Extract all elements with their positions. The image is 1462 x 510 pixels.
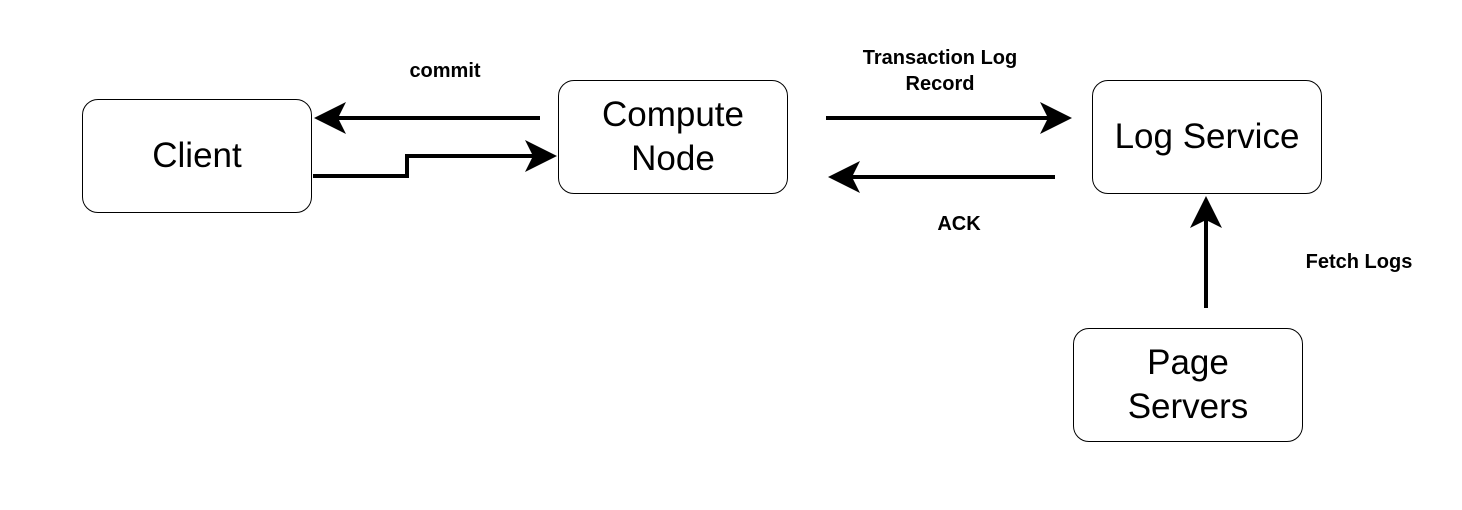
page-servers-node[interactable]: Page Servers [1073, 328, 1303, 442]
compute-node[interactable]: Compute Node [558, 80, 788, 194]
client-node[interactable]: Client [82, 99, 312, 213]
client-label: Client [152, 136, 242, 175]
compute-node-label-line2: Node [631, 139, 715, 178]
compute-node-label-line1: Compute [601, 95, 745, 134]
log-service-node[interactable]: Log Service [1092, 80, 1322, 194]
ack-label-text: ACK [937, 213, 981, 235]
page-servers-label-line1: Page [1147, 343, 1229, 382]
commit-label: commit [385, 58, 505, 84]
ack-label: ACK [909, 211, 1009, 237]
request-arrow [313, 140, 557, 178]
fetch-logs-label: Fetch Logs [1289, 249, 1429, 275]
commit-label-text: commit [409, 60, 481, 82]
page-servers-label-line2: Servers [1127, 387, 1249, 426]
log-service-label: Log Service [1114, 117, 1300, 156]
fetch-logs-label-text: Fetch Logs [1305, 251, 1413, 273]
transaction-log-record-label: Transaction Log Record [835, 45, 1045, 97]
transaction-log-record-label-line2: Record [905, 73, 975, 95]
transaction-log-record-label-line1: Transaction Log [862, 47, 1018, 69]
